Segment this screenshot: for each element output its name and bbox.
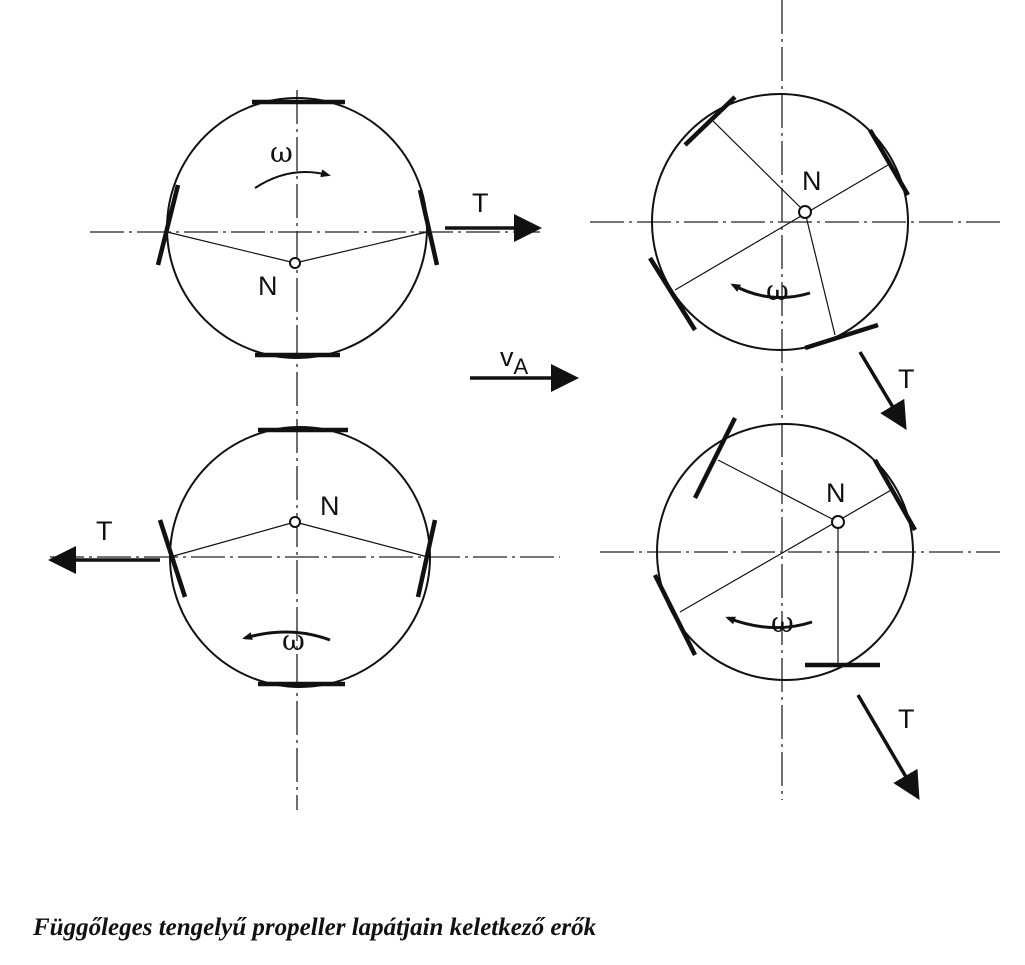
blade (873, 458, 917, 532)
center-point-n (289, 257, 301, 269)
label-n: N (826, 478, 846, 508)
label-t: T (96, 516, 113, 546)
omega-label: ω (766, 274, 789, 307)
rotation-arrow-icon (730, 283, 811, 299)
rotor-top-left: N ω T (155, 97, 542, 359)
center-point-n (289, 516, 301, 528)
omega-label: ω (282, 624, 305, 657)
label-t: T (898, 704, 915, 734)
label-v: v (500, 342, 514, 372)
velocity-vector: vA (470, 342, 579, 392)
blade (652, 573, 698, 657)
blade (155, 184, 181, 266)
thrust-arrow-icon (856, 694, 920, 801)
rotation-arrow-icon (254, 169, 331, 189)
svg-text:vA: vA (500, 342, 529, 379)
omega-label: ω (270, 136, 293, 169)
label-n: N (320, 491, 340, 521)
rotation-arrow-icon (725, 616, 813, 630)
blade (804, 322, 879, 351)
blade (417, 189, 440, 266)
blade (692, 416, 738, 500)
label-v-subscript: A (514, 354, 529, 379)
thrust-arrow-icon (858, 351, 907, 431)
figure-caption: Függőleges tengelyű propeller lapátjain … (33, 914, 597, 941)
label-t: T (898, 364, 915, 394)
rotor-top-right: N ω T (648, 93, 915, 431)
rotation-arrow-icon (242, 630, 331, 642)
blade (415, 519, 438, 598)
omega-label: ω (771, 606, 794, 639)
label-n: N (802, 166, 822, 196)
center-point-n (831, 515, 845, 529)
center-point-n (798, 205, 812, 219)
blade (868, 128, 910, 197)
blade (648, 256, 697, 332)
blade (157, 519, 188, 598)
label-n: N (258, 271, 278, 301)
label-t: T (472, 188, 489, 218)
rotor-bottom-right: N ω T (652, 416, 920, 801)
rotor-bottom-left: N ω T (48, 426, 438, 688)
blade (683, 95, 737, 147)
